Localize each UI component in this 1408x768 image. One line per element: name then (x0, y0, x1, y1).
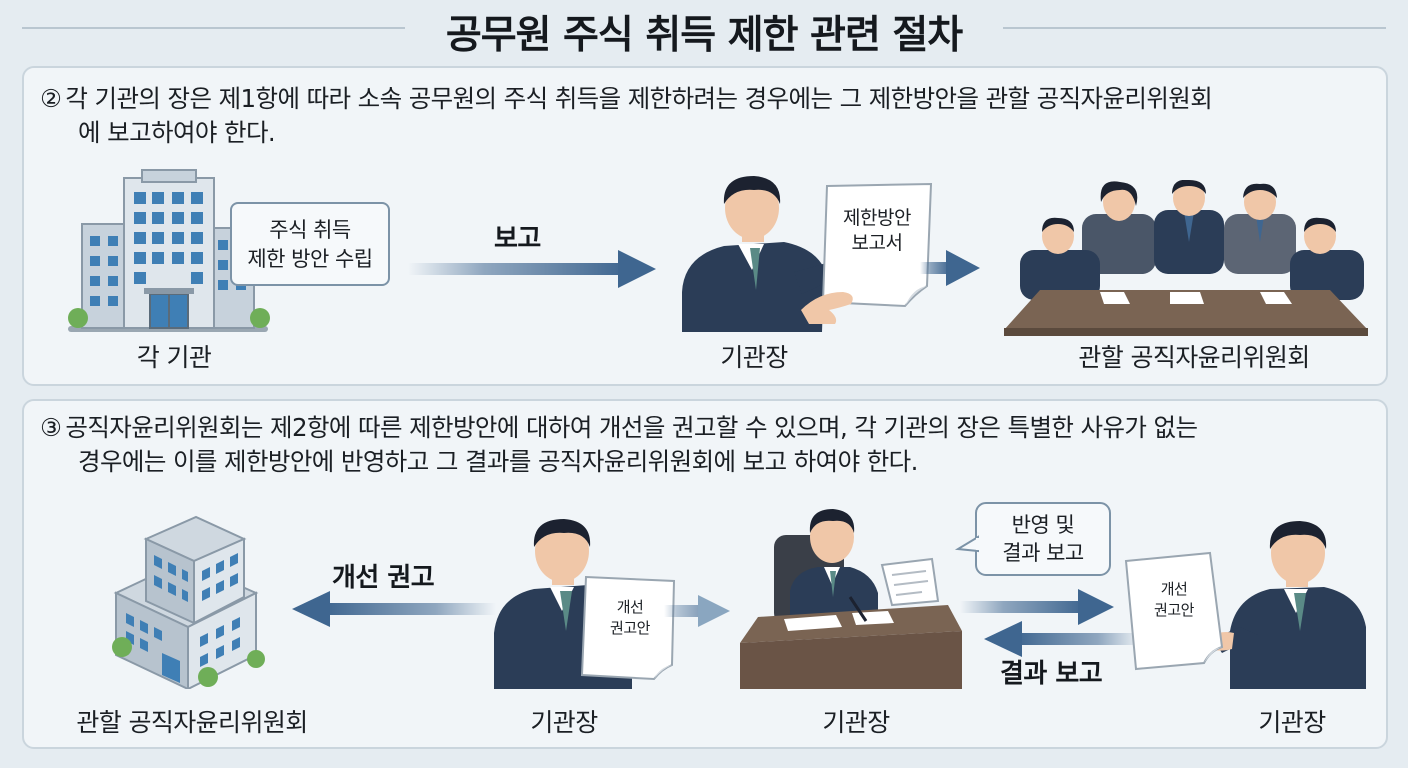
committee-building-icon (112, 515, 265, 689)
report-forward-arrow-icon (960, 589, 1114, 625)
section-3-head-label-3: 기관장 (1258, 708, 1326, 737)
presenting-hand-icon (801, 292, 853, 324)
recommend-arrow-label: 개선 권고 (332, 563, 435, 593)
header: 공무원 주식 취득 제한 관련 절차 (0, 0, 1408, 62)
section-2-number: ② (40, 84, 62, 113)
section-2-text-line1: 각 기관의 장은 제1항에 따라 소속 공무원의 주식 취득을 제한하려는 경우… (65, 84, 1213, 113)
speech-bubble-text: 반영 및 결과 보고 (978, 511, 1108, 567)
speech-bubble-line1: 반영 및 (1011, 513, 1075, 537)
recommendation-doc-2-line1: 개선 (1160, 580, 1188, 598)
section-3-number: ③ (40, 413, 62, 442)
section-3-head-label-1: 기관장 (530, 708, 598, 737)
submit-arrow-icon (920, 250, 980, 286)
report-doc-line1: 제한방안 (843, 207, 911, 229)
report-arrow-icon (408, 250, 656, 288)
recommend-arrow-icon (292, 591, 496, 627)
forward-arrow-icon (664, 595, 730, 627)
recommendation-doc-1-line2: 권고안 (610, 619, 650, 637)
committee-meeting-icon (1004, 180, 1368, 336)
title-rule-left (22, 27, 405, 29)
result-report-label: 결과 보고 (1000, 659, 1103, 689)
report-arrow-label: 보고 (494, 224, 541, 254)
office-building-icon (68, 169, 270, 332)
plan-bubble: 주식 취득 제한 방안 수립 (230, 202, 390, 286)
section-2-text-line2: 에 보고하여야 한다. (78, 118, 276, 147)
report-doc-text: 제한방안 보고서 (822, 206, 932, 256)
agency-head-desk-icon (740, 509, 962, 689)
plan-bubble-line1: 주식 취득 (269, 218, 351, 242)
section-2-building-label: 각 기관 (136, 343, 212, 372)
title-rule-right (1003, 27, 1386, 29)
speech-bubble-icon (954, 502, 1111, 576)
section-2-committee-label: 관할 공직자윤리위원회 (1078, 343, 1310, 372)
agency-head-3-icon (1204, 521, 1366, 689)
recommendation-doc-2-line2: 권고안 (1154, 601, 1194, 619)
recommendation-document-2-icon (1124, 551, 1224, 671)
recommendation-doc-2-text: 개선 권고안 (1132, 579, 1216, 621)
section-3-committee-label: 관할 공직자윤리위원회 (76, 708, 308, 737)
section-3-text-line1: 공직자윤리위원회는 제2항에 따른 제한방안에 대하여 개선을 권고할 수 있으… (65, 413, 1198, 442)
page-title: 공무원 주식 취득 제한 관련 절차 (445, 13, 963, 58)
report-doc-line2: 보고서 (851, 232, 903, 254)
speech-bubble-line2: 결과 보고 (1002, 541, 1084, 565)
result-return-arrow-icon (984, 621, 1142, 657)
section-3-head-label-2: 기관장 (822, 708, 890, 737)
plan-bubble-line2: 제한 방안 수립 (247, 247, 373, 271)
recommendation-doc-1-line1: 개선 (616, 598, 644, 616)
recommendation-doc-1-text: 개선 권고안 (586, 597, 674, 639)
section-3-text-line2: 경우에는 이를 제한방안에 반영하고 그 결과를 공직자윤리위원회에 보고 하여… (78, 447, 918, 476)
report-document-icon (821, 182, 933, 308)
recommendation-document-1-icon (580, 575, 676, 681)
section-2-head-label: 기관장 (720, 343, 788, 372)
